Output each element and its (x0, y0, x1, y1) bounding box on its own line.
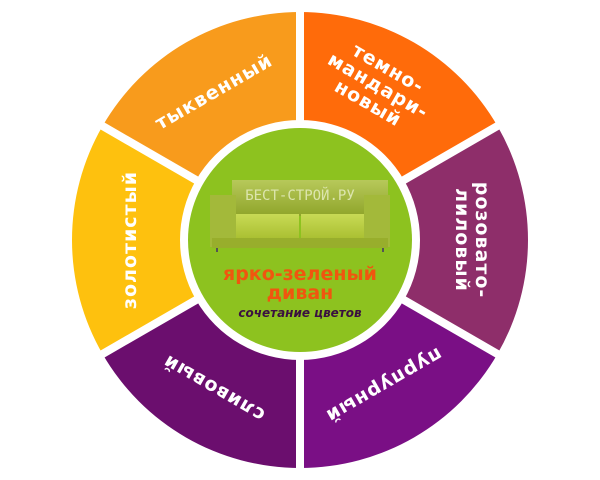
segment-dark-tangerine (300, 12, 498, 180)
segment-divider (397, 120, 504, 186)
center-title-line1: ярко-зеленый (223, 263, 377, 285)
segment-plum (102, 300, 301, 468)
segment-label-pinkish-lilac: розовато-лиловый (451, 182, 493, 299)
watermark: БЕСТ-СТРОЙ.РУ (245, 186, 355, 204)
segment-dividers (96, 7, 504, 473)
segment-pumpkin (102, 12, 301, 180)
segment-golden (72, 126, 197, 354)
segment-pinkish-lilac (403, 126, 528, 354)
segment-divider (96, 120, 203, 186)
segment-purple (300, 300, 498, 468)
segment-label-golden: золотистый (119, 171, 141, 309)
sofa-image: БЕСТ-СТРОЙ.РУ (210, 180, 390, 252)
color-ring (72, 12, 528, 468)
segment-divider (96, 294, 203, 360)
segment-divider (397, 294, 504, 360)
center-subtitle: сочетание цветов (238, 306, 362, 320)
center-title-line2: диван (267, 282, 334, 304)
